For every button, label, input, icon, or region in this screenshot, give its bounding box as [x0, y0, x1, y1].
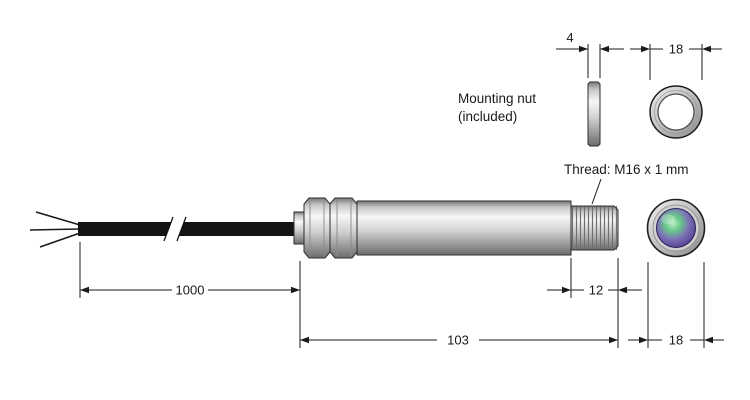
dimension-nut-diameter: 18 — [630, 42, 722, 80]
mounting-nut-label-line1: Mounting nut — [458, 91, 536, 106]
lens-highlight — [661, 214, 675, 224]
thread-spec-label: Thread: M16 x 1 mm — [564, 162, 689, 177]
dim-label-housing-diameter: 18 — [669, 333, 683, 348]
cable-break-symbol — [163, 216, 187, 242]
cable-sheath — [78, 222, 297, 236]
sensor-body — [356, 200, 572, 256]
mounting-nut-front-view — [649, 85, 703, 139]
thread-leader-line — [591, 178, 602, 205]
dim-label-body-length: 103 — [447, 333, 469, 348]
dim-label-cable-length: 1000 — [176, 283, 205, 298]
mounting-nut-label-line2: (included) — [458, 109, 517, 124]
mounting-nut-side-view — [587, 81, 601, 147]
dimension-cable-length: 1000 — [79, 242, 301, 348]
dim-label-nut-thickness: 4 — [566, 30, 573, 45]
thread-note: Thread: M16 x 1 mm — [564, 162, 689, 205]
dimension-nut-thickness: 4 — [556, 30, 624, 78]
dim-label-nut-diameter: 18 — [669, 42, 683, 57]
sensor-front-view — [646, 198, 706, 258]
dim-label-thread-length: 12 — [589, 283, 603, 298]
dimension-thread-length: 12 — [547, 258, 642, 348]
cable — [29, 211, 297, 248]
sensor-side-view — [293, 197, 619, 259]
sensor-lens — [656, 208, 696, 248]
dimension-body-length: 103 — [300, 333, 618, 348]
mounting-nut-note: Mounting nut (included) — [458, 91, 536, 124]
cable-gland — [293, 211, 305, 245]
thread-section — [570, 205, 619, 251]
hex-nut-1 — [303, 197, 331, 259]
dimension-housing-diameter: 18 — [628, 262, 724, 348]
cable-wire-ends — [29, 211, 81, 248]
hex-nut-2 — [329, 197, 358, 259]
